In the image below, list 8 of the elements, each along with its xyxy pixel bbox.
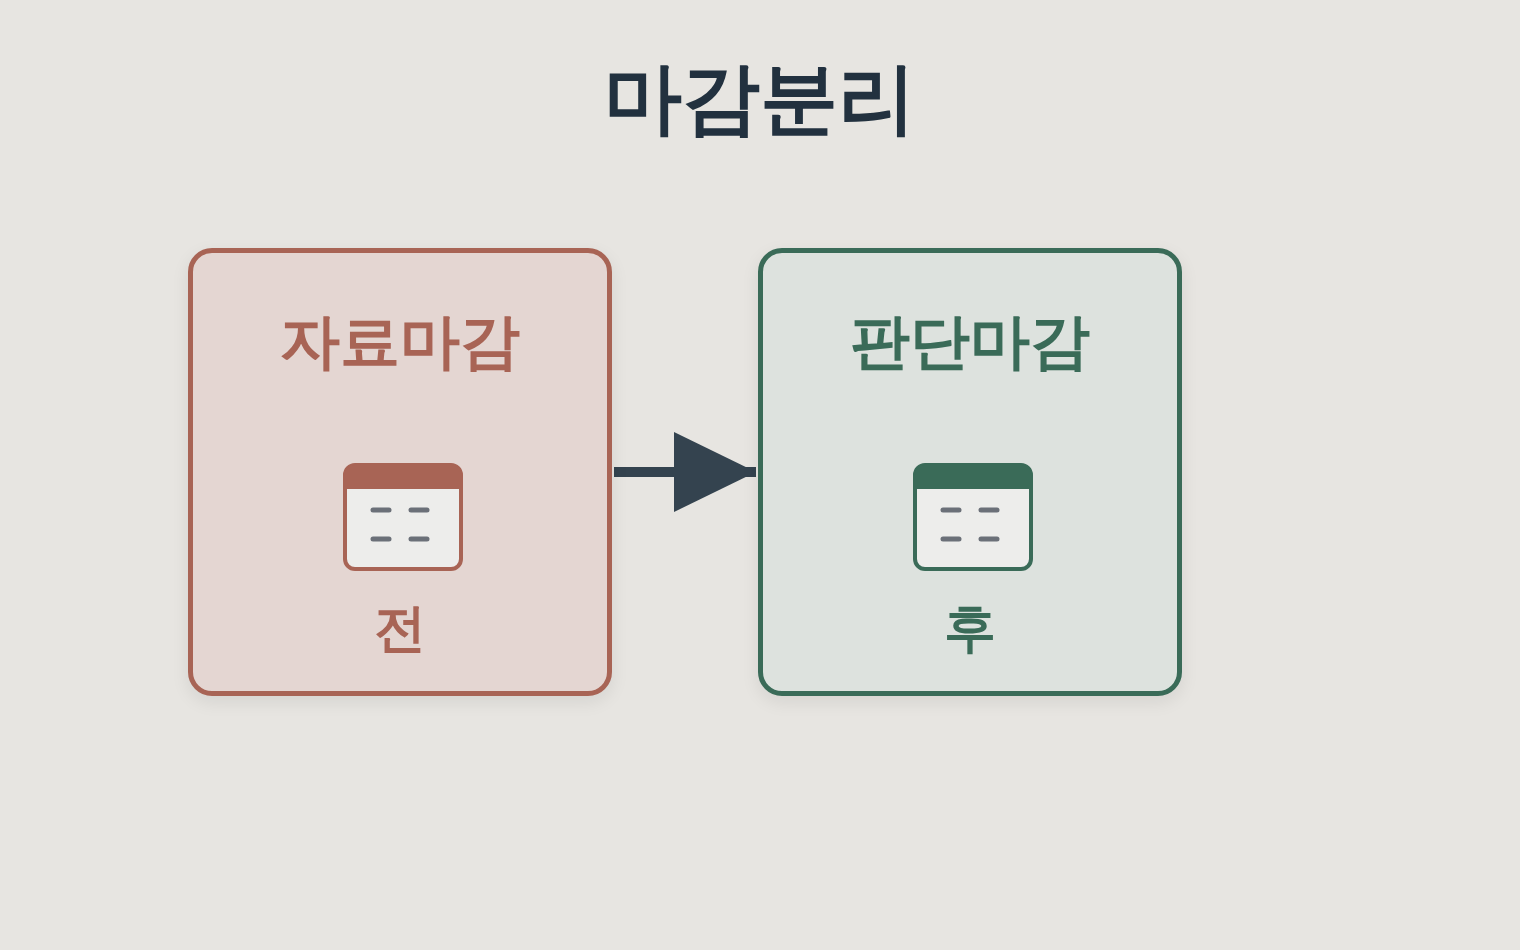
box-label: 후	[944, 597, 996, 660]
process-box	[188, 248, 612, 696]
process-box	[758, 248, 1182, 696]
title: 마감분리	[604, 52, 916, 145]
box-heading: 판단마감	[850, 305, 1090, 378]
box-heading: 자료마감	[280, 305, 520, 378]
box-label: 전	[374, 597, 426, 660]
arrow	[614, 432, 756, 512]
